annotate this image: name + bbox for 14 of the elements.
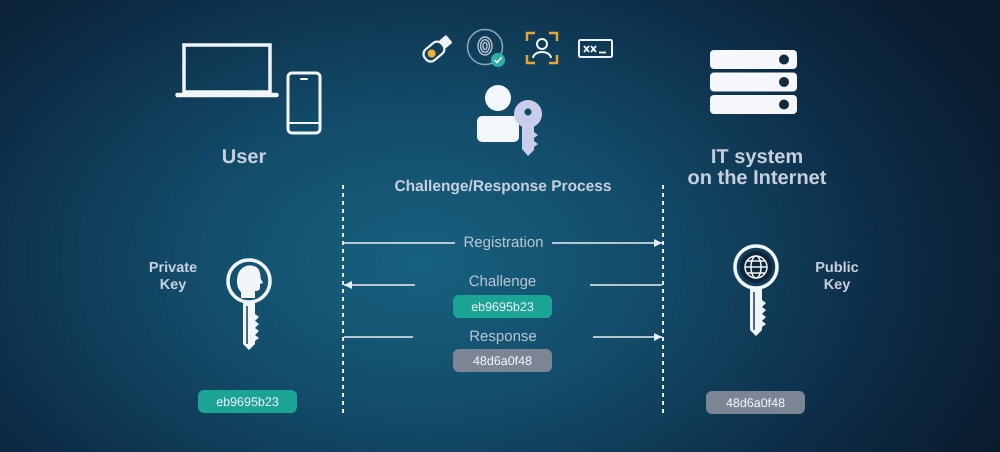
- lifeline: [662, 185, 664, 413]
- key-label: Private Key: [148, 260, 198, 294]
- section-heading: Challenge/Response Process: [394, 178, 612, 196]
- actor-label: IT system on the Internet: [688, 147, 826, 189]
- edge-label: Challenge: [468, 273, 536, 291]
- key-label: Public Key: [815, 260, 859, 294]
- edge-label: Registration: [463, 234, 544, 252]
- actor-label: User: [222, 145, 266, 169]
- lifeline: [342, 185, 344, 413]
- hash-badge: eb9695b23: [453, 295, 552, 318]
- hash-badge: 48d6a0f48: [453, 349, 552, 372]
- edge-label: Response: [469, 328, 537, 346]
- hash-badge: 48d6a0f48: [706, 391, 805, 414]
- hash-badge: eb9695b23: [198, 390, 297, 413]
